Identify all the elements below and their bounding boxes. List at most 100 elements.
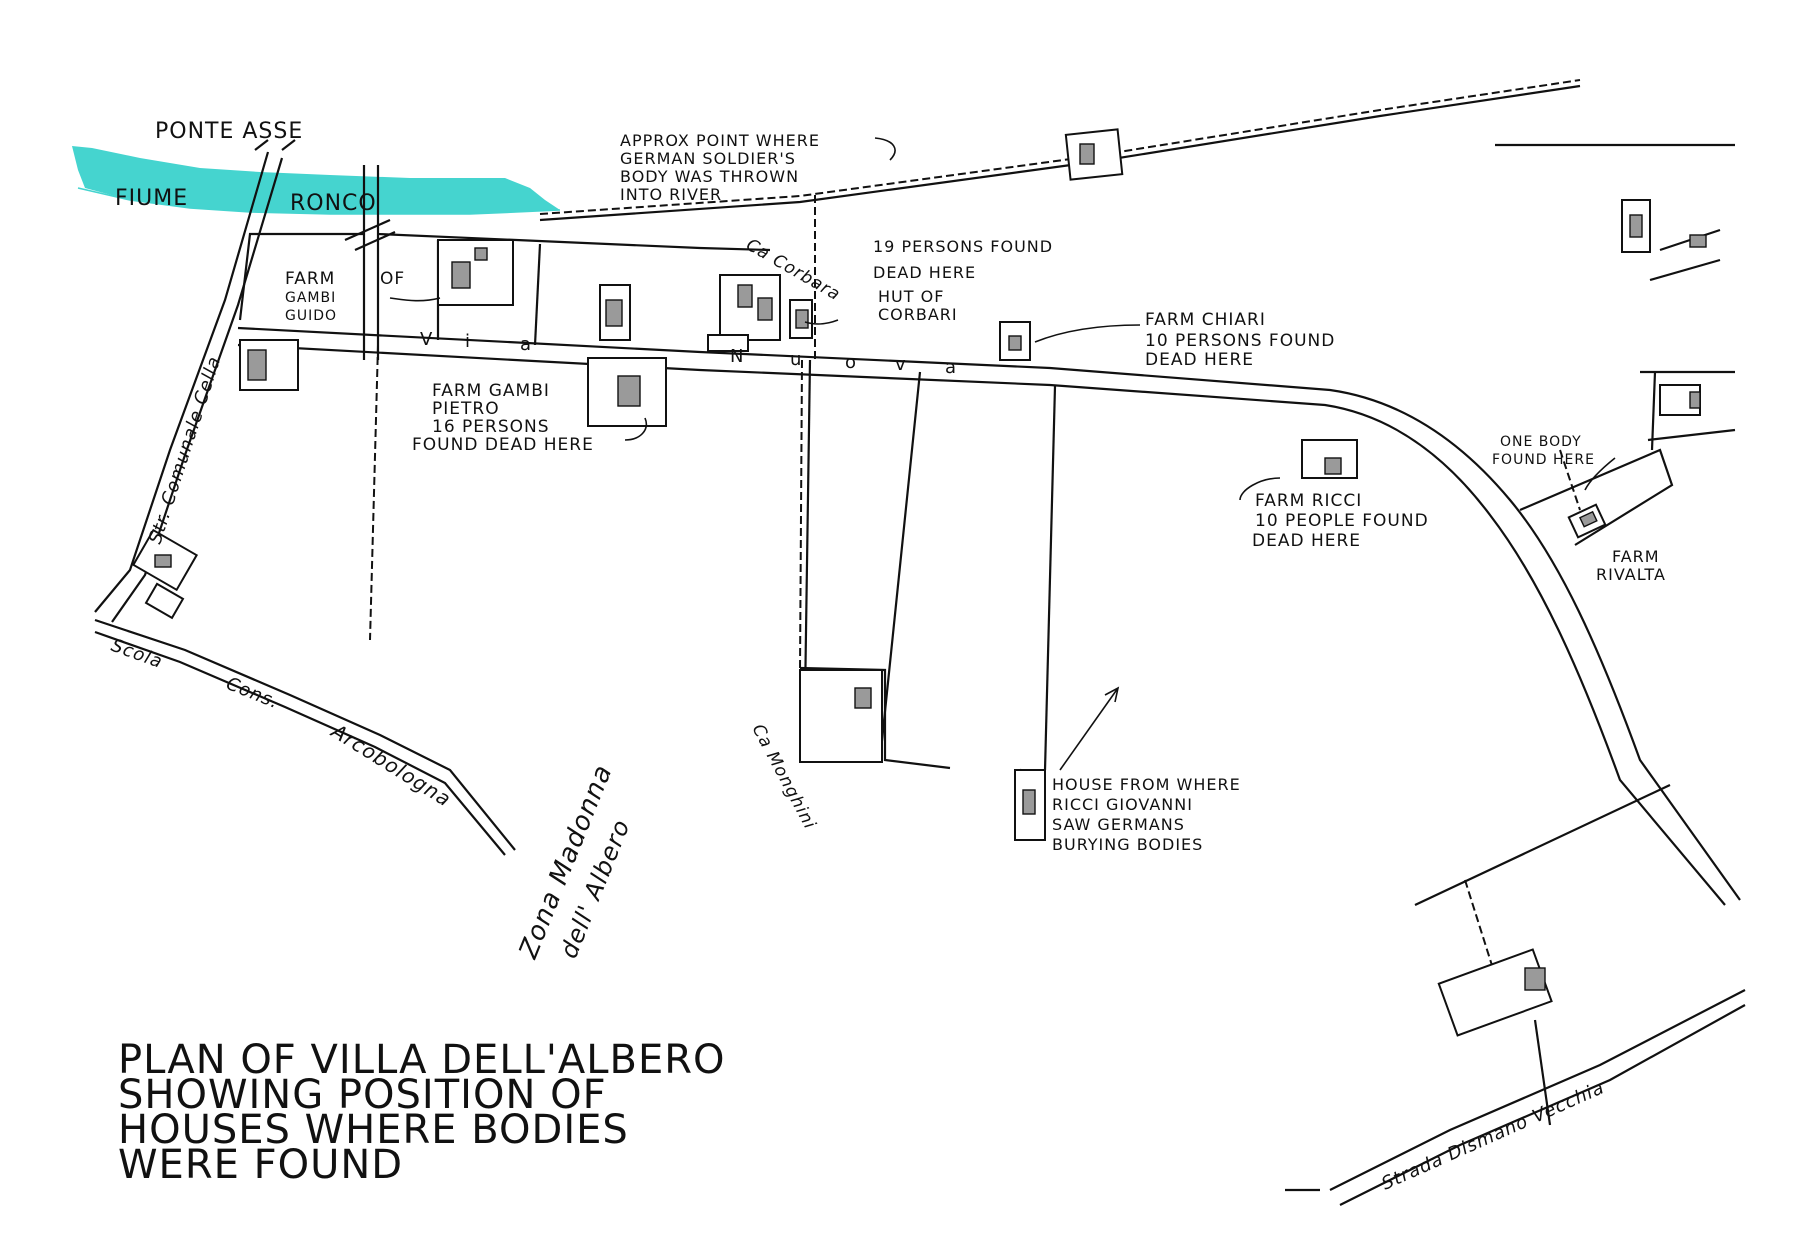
ronco-text: RONCO: [290, 191, 377, 216]
title-line-3: HOUSES WHERE BODIES: [118, 1107, 629, 1153]
via-a: a: [520, 334, 532, 355]
house-farm-gambi-pietro: [587, 357, 667, 427]
via-v: V: [420, 329, 433, 350]
label-one-body: ONE BODY FOUND HERE: [1492, 434, 1595, 468]
title-line-2: SHOWING POSITION OF: [118, 1072, 607, 1118]
ponte-asse-text: PONTE ASSE: [155, 119, 303, 144]
house-south: [1437, 948, 1553, 1037]
east-boundary-d: [1650, 371, 1657, 451]
east-boundary-f: [1647, 428, 1736, 442]
rivalta-line-2: RIVALTA: [1596, 565, 1666, 584]
house-line-1: HOUSE FROM WHERE: [1052, 775, 1241, 794]
house-ricci-giovanni: [1014, 769, 1046, 841]
field-boundary-3: [533, 243, 542, 346]
one-body-line-2: FOUND HERE: [1492, 452, 1595, 468]
house-farm-gambi-guido: [437, 239, 514, 306]
east-dashed-path: [1559, 449, 1581, 511]
chiari-line-3: DEAD HERE: [1145, 350, 1254, 370]
title-line-1: PLAN OF VILLA DELL'ALBERO: [118, 1037, 726, 1083]
house-line-4: BURYING BODIES: [1052, 835, 1203, 854]
nuova-n: N: [730, 346, 744, 367]
hut-line-1: HUT OF: [878, 287, 944, 306]
of-text: OF: [380, 269, 405, 289]
ricci-line-2: 10 PEOPLE FOUND: [1255, 511, 1429, 531]
houses-along-str-cella: [131, 528, 199, 620]
label-approx-point: APPROX POINT WHERE GERMAN SOLDIER'S BODY…: [620, 131, 820, 204]
approx-line-4: INTO RIVER: [620, 185, 722, 204]
via-i: i: [465, 331, 471, 352]
guido-text: GUIDO: [285, 308, 337, 324]
nuova-a: a: [945, 357, 957, 378]
river-ronco: [72, 146, 560, 214]
approx-line-1: APPROX POINT WHERE: [620, 131, 820, 150]
arrow-approx-point: [874, 137, 896, 161]
one-body-line-1: ONE BODY: [1500, 434, 1582, 450]
label-ponte-asse: PONTE ASSE: [155, 119, 303, 144]
arrow-corbari: [804, 319, 839, 325]
road-ponte-asse-east: [111, 157, 284, 623]
label-farm-chiari: FARM CHIARI 10 PERSONS FOUND DEAD HERE: [1145, 310, 1335, 370]
label-nineteen-persons: 19 PERSONS FOUND DEAD HERE: [873, 237, 1053, 282]
house-east-mid: [1659, 384, 1701, 416]
nuova-u: u: [790, 349, 802, 370]
nuova-o: o: [845, 352, 857, 373]
house-near-str-cella: [239, 339, 299, 391]
scola-edge-b: [94, 630, 506, 856]
rivalta-line-1: FARM: [1612, 547, 1660, 566]
house-line-2: RICCI GIOVANNI: [1052, 795, 1193, 814]
arrow-house-ricci-giovanni: [1059, 687, 1119, 771]
house-ca-corbara: [707, 274, 781, 352]
nineteen-line-1: 19 PERSONS FOUND: [873, 237, 1053, 256]
label-farm-ricci: FARM RICCI 10 PEOPLE FOUND DEAD HERE: [1252, 491, 1429, 551]
river-bank: [77, 187, 561, 215]
pietro-line-4: FOUND DEAD HERE: [412, 435, 594, 455]
via-nuova-north-edge: [237, 326, 1741, 901]
bridge-mark: [254, 139, 296, 151]
label-farm-rivalta: FARM RIVALTA: [1596, 547, 1666, 584]
railway-line-a: [539, 79, 1581, 215]
gambi-text: GAMBI: [285, 290, 336, 306]
arrow-one-body: [1584, 457, 1616, 491]
pietro-line-2: PIETRO: [432, 399, 500, 419]
hut-of-corbari: [789, 299, 813, 339]
road-ponte-asse-west: [94, 151, 270, 613]
house-near-railway: [1064, 128, 1124, 181]
house-farm-rivalta: [1567, 503, 1607, 539]
field-boundary-1: [377, 232, 771, 252]
strada-dismano-edge-b: [1339, 1004, 1746, 1206]
approx-line-2: GERMAN SOLDIER'S: [620, 149, 796, 168]
str-comunale-cella-text: Str. Comunale Cella: [145, 354, 226, 547]
south-lane: [1414, 784, 1671, 906]
chiari-line-2: 10 PERSONS FOUND: [1145, 331, 1335, 351]
ricci-line-3: DEAD HERE: [1252, 531, 1361, 551]
house-line-3: SAW GERMANS: [1052, 815, 1185, 834]
field-boundary-8: [1043, 385, 1057, 771]
house-farm-ricci: [1301, 439, 1358, 479]
approx-line-3: BODY WAS THROWN: [620, 167, 799, 186]
east-boundary-e: [1519, 448, 1674, 546]
arrow-gambi-pietro: [624, 417, 647, 441]
title-line-4: WERE FOUND: [118, 1142, 403, 1188]
pietro-line-1: FARM GAMBI: [432, 381, 550, 401]
arrow-chiari: [1034, 324, 1141, 343]
field-boundary-9: [369, 344, 379, 641]
south-dashed-path: [1464, 879, 1496, 976]
arrow-ricci: [1239, 477, 1281, 501]
chiari-line-1: FARM CHIARI: [1145, 310, 1266, 330]
strada-dismano-edge-a: [1329, 989, 1746, 1191]
nineteen-line-2: DEAD HERE: [873, 263, 976, 282]
fiume-text: FIUME: [115, 186, 188, 211]
ricci-line-1: FARM RICCI: [1255, 491, 1362, 511]
map-title: PLAN OF VILLA DELL'ALBERO SHOWING POSITI…: [118, 1037, 726, 1188]
hut-line-2: CORBARI: [878, 305, 958, 324]
arrow-house-ricci-giovanni-head: [1104, 686, 1120, 703]
house-field-2: [599, 284, 631, 341]
field-boundary-7: [878, 371, 922, 761]
via-nuova-south-edge: [237, 343, 1726, 906]
field-boundary-guido: [238, 232, 365, 321]
house-east-top: [1621, 199, 1707, 253]
farm-text: FARM: [285, 269, 335, 289]
field-boundary-6: [799, 359, 803, 671]
arcobologna-text: Arcobologna: [326, 718, 456, 812]
